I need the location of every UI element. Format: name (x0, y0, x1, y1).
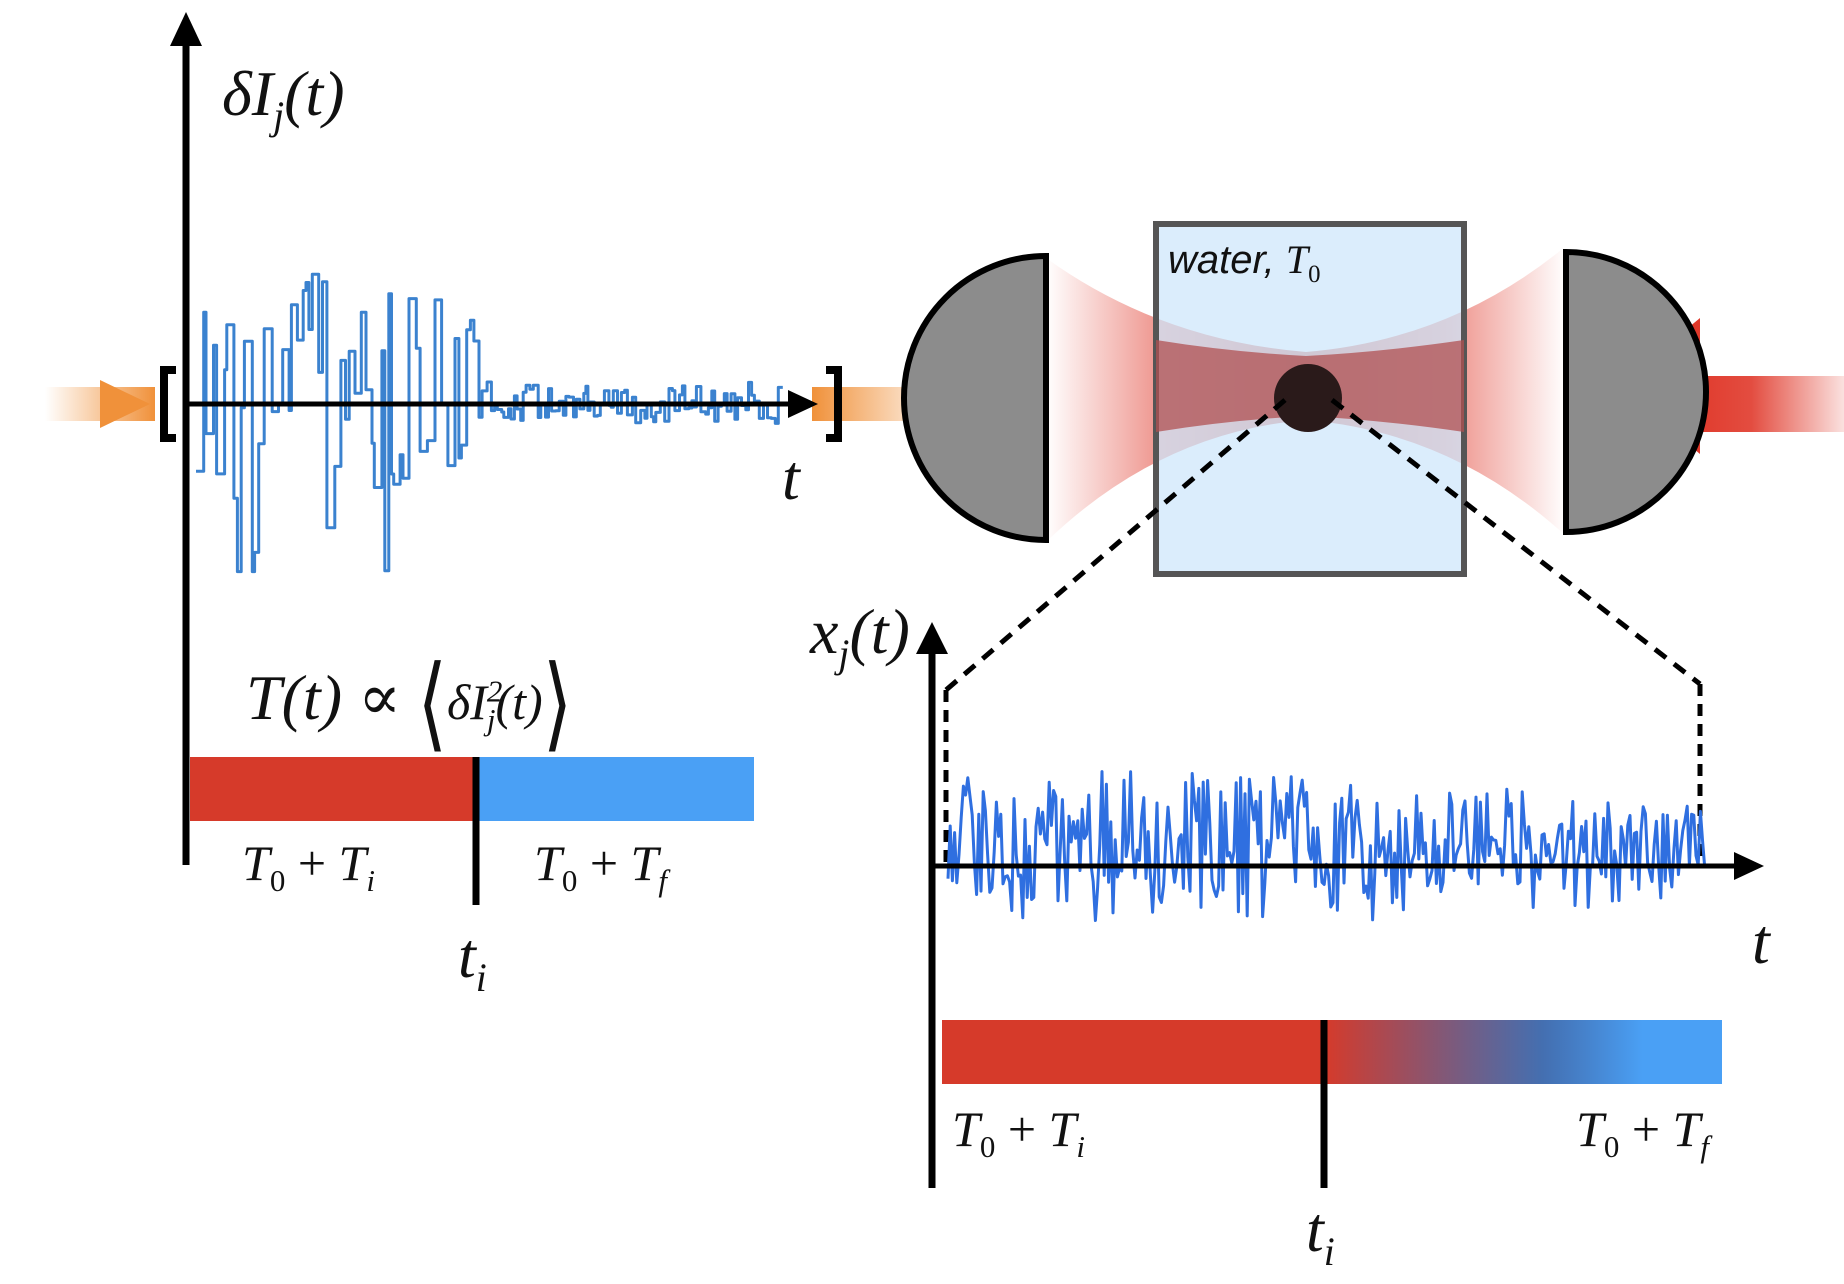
right-objective-lens (1563, 248, 1709, 536)
position-trace (946, 770, 1707, 922)
water-label: water, T0 (1168, 237, 1321, 288)
probe-arrow-icon (100, 380, 150, 428)
left-y-axis-label: δIj(t) (222, 58, 345, 138)
right-transition-bar (1324, 1020, 1722, 1084)
right-x-axis-label: t (1752, 906, 1770, 977)
left-switch-label: ti (458, 920, 487, 1000)
left-cold-bar (476, 757, 754, 821)
left-panel (45, 12, 922, 905)
left-x-axis-label: t (782, 442, 800, 513)
right-switch-label: ti (1306, 1194, 1335, 1274)
left-cold-label: T0 + Tf (534, 835, 667, 898)
right-hot-bar (942, 1020, 1324, 1084)
left-objective-lens (901, 252, 1049, 544)
temperature-formula: T(t) ∝ ⟨δI2j(t)⟩ (246, 647, 573, 762)
trap-laser-beam (1690, 376, 1844, 432)
right-bracket-icon (826, 366, 842, 442)
intensity-trace (196, 272, 783, 574)
zoom-line-right (1330, 398, 1702, 686)
left-x-arrow-icon (788, 390, 818, 418)
right-y-arrow-icon (916, 622, 948, 654)
trapped-particle (1274, 364, 1342, 432)
right-hot-label: T0 + Ti (952, 1101, 1085, 1164)
right-cold-label: T0 + Tf (1576, 1101, 1709, 1164)
left-bracket-icon (160, 366, 176, 442)
zoom-line-left (944, 398, 1287, 692)
right-x-arrow-icon (1734, 852, 1764, 880)
optical-trap (901, 221, 1844, 868)
left-hot-label: T0 + Ti (242, 835, 375, 898)
right-y-axis-label: xj(t) (810, 596, 910, 676)
left-hot-bar (190, 757, 476, 821)
right-panel (916, 622, 1764, 1188)
left-y-arrow-icon (170, 12, 202, 46)
